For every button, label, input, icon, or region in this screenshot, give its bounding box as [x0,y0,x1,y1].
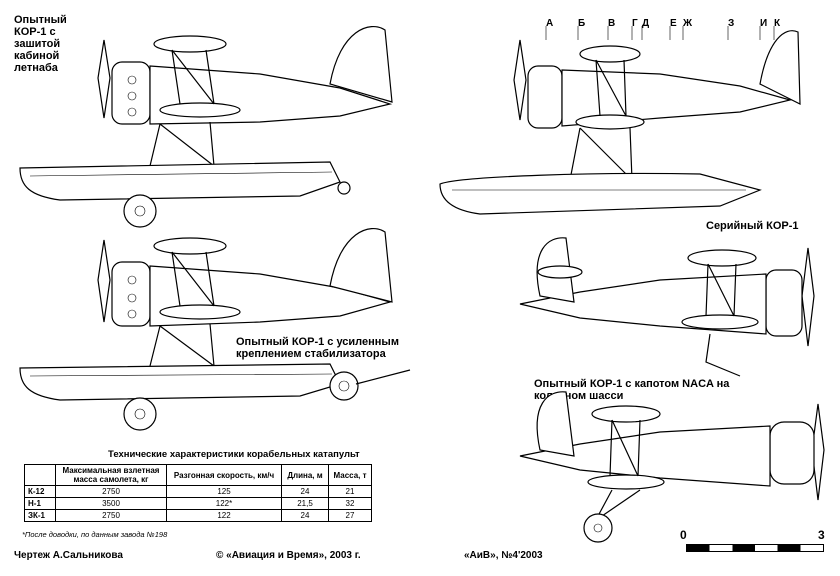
caption-top-left: Опытный КОР-1 с зашитой кабиной летнаба [14,14,67,74]
scale-max-label: 3 [818,528,825,542]
table-row: К-12 2750 125 24 21 [24,485,372,498]
table-header-cell: Максимальная взлетная масса самолета, кг [55,464,167,486]
table-row: Н-1 3500 122* 21,5 32 [24,497,372,510]
table-title: Технические характеристики корабельных к… [108,449,360,460]
table-cell: 122* [166,497,282,510]
table-header-cell [24,464,56,486]
footer-author: Чертеж А.Сальникова [14,550,123,561]
section-letter: Б [578,18,586,29]
table-header-cell: Длина, м [281,464,329,486]
table-cell: ЗК-1 [24,509,56,522]
caption-line: кабиной [14,50,60,62]
section-letter: К [774,18,781,29]
caption-line: Опытный КОР-1 с усиленным [236,336,399,348]
table-footnote: *После доводки, по данным завода №198 [22,530,168,539]
footer-issue: «АиВ», №4'2003 [464,550,543,561]
footer-copyright: © «Авиация и Время», 2003 г. [216,550,361,561]
scale-min-label: 0 [680,528,687,542]
table-header-cell: Разгонная скорость, км/ч [166,464,282,486]
table-header-row: Максимальная взлетная масса самолета, кг… [24,464,372,486]
table-cell: 122 [166,509,282,522]
section-letter: Д [642,18,650,29]
table-cell: 125 [166,485,282,498]
table-cell: 21,5 [281,497,329,510]
table-row: ЗК-1 2750 122 24 27 [24,509,372,522]
caption-line: КОР-1 с [14,26,56,38]
table-header-cell: Масса, т [328,464,372,486]
table-cell: 21 [328,485,372,498]
caption-line: креплением стабилизатора [236,348,386,360]
section-letter: А [546,18,554,29]
caption-line: летнаба [14,62,58,74]
catapult-spec-table: Максимальная взлетная масса самолета, кг… [24,464,372,522]
table-cell: 2750 [55,509,167,522]
caption-line: Опытный [14,14,67,26]
scale-bar: 0 3 [680,528,828,552]
table-cell: 32 [328,497,372,510]
caption-line: Опытный КОР-1 с капотом NACA на [534,378,730,390]
caption-serial: Серийный КОР-1 [706,220,799,232]
section-letter: Е [670,18,677,29]
caption-line: зашитой [14,38,61,50]
table-cell: К-12 [24,485,56,498]
table-cell: 27 [328,509,372,522]
section-letter: Ж [683,18,693,29]
caption-mid-left: Опытный КОР-1 с усиленным креплением ста… [236,336,399,360]
section-letter: И [760,18,768,29]
section-letter: З [728,18,735,29]
table-cell: 3500 [55,497,167,510]
table-cell: 24 [281,509,329,522]
scale-bar-segments [686,544,824,552]
section-letter: В [608,18,616,29]
table-cell: 2750 [55,485,167,498]
section-letter: Г [632,18,638,29]
table-cell: 24 [281,485,329,498]
table-cell: Н-1 [24,497,56,510]
